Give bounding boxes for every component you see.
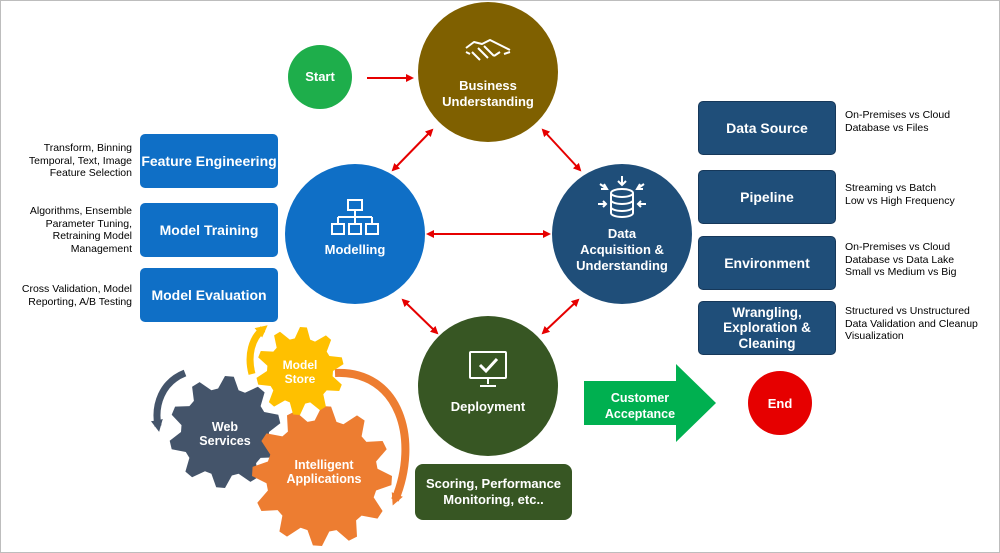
arrow-business-modelling <box>391 128 434 172</box>
wrangling-box[interactable]: Wrangling, Exploration & Cleaning <box>698 301 836 355</box>
environment-box[interactable]: Environment <box>698 236 836 290</box>
handshake-icon <box>465 39 511 61</box>
yellow-cycle-arrow <box>246 325 268 375</box>
data-source-note: On-Premises vs Cloud Database vs Files <box>845 109 951 134</box>
end-label: End <box>767 396 793 411</box>
wrangling-note: Structured vs Unstructured Data Validati… <box>845 305 978 342</box>
pipeline-box[interactable]: Pipeline <box>698 170 836 224</box>
scoring-monitoring-box[interactable]: Scoring, Performance Monitoring, etc.. <box>415 464 572 520</box>
customer-acceptance-arrow <box>584 364 716 442</box>
deployment-label: Deployment <box>450 399 526 414</box>
web-services-gear <box>169 376 281 488</box>
slate-cycle-arrow <box>150 369 187 432</box>
environment-note: On-Premises vs Cloud Database vs Data La… <box>845 241 957 278</box>
web-services-label: Web Services <box>199 420 251 448</box>
data-label: Data Acquisition & Understanding <box>576 226 668 273</box>
database-icon <box>598 176 646 218</box>
arrow-business-data <box>541 128 582 172</box>
model-store-gear <box>256 327 344 415</box>
customer-acceptance-label: Customer Acceptance <box>604 391 676 421</box>
model-evaluation-box[interactable]: Model Evaluation <box>140 268 278 322</box>
model-evaluation-note: Cross Validation, Model Reporting, A/B T… <box>21 283 132 308</box>
intelligent-applications-label: Intelligent Applications <box>286 458 362 486</box>
model-training-note: Algorithms, Ensemble Parameter Tuning, R… <box>29 205 132 255</box>
feature-engineering-box[interactable]: Feature Engineering <box>140 134 278 188</box>
monitor-check-icon <box>469 351 507 387</box>
data-circle[interactable] <box>552 164 692 304</box>
pipeline-note: Streaming vs Batch Low vs High Frequency <box>845 182 955 207</box>
intelligent-applications-gear <box>252 406 392 546</box>
data-source-box[interactable]: Data Source <box>698 101 836 155</box>
modelling-label: Modelling <box>324 242 386 257</box>
business-circle[interactable] <box>418 2 558 142</box>
feature-engineering-note: Transform, Binning Temporal, Text, Image… <box>28 142 132 179</box>
end-circle[interactable] <box>748 371 812 435</box>
hierarchy-icon <box>331 199 379 235</box>
model-training-box[interactable]: Model Training <box>140 203 278 257</box>
orange-cycle-arrow <box>334 368 410 506</box>
start-circle[interactable] <box>288 45 352 109</box>
arrow-modelling-deployment <box>401 298 439 335</box>
start-label: Start <box>305 69 335 84</box>
arrow-data-deployment <box>541 298 580 335</box>
model-store-label: Model Store <box>282 358 318 386</box>
business-label: Business Understanding <box>442 78 534 109</box>
